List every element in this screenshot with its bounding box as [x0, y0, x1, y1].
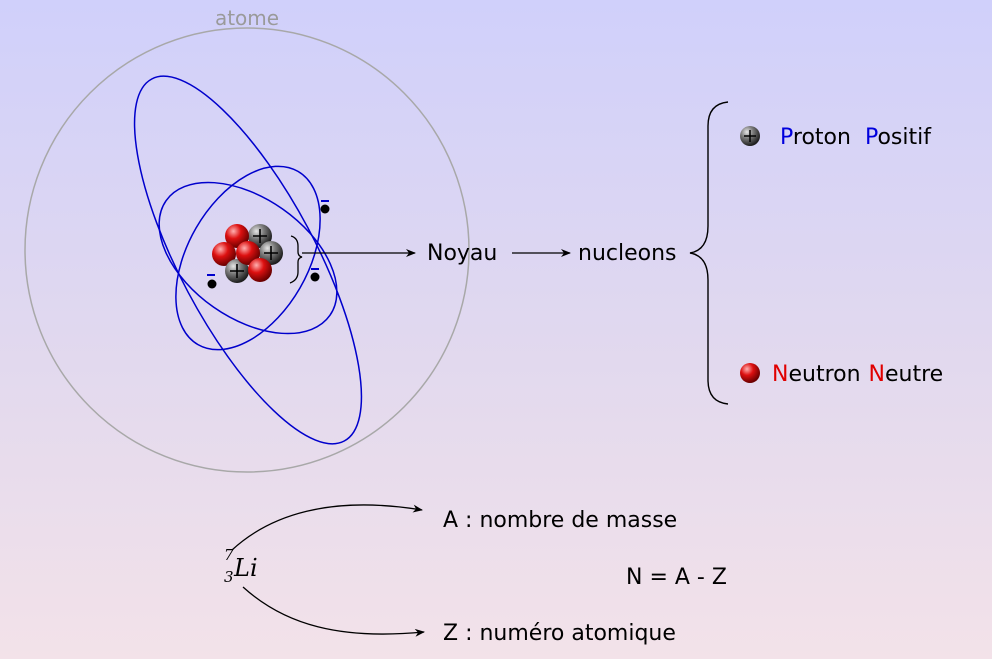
nuclide-notation: 7 3 Li [224, 546, 258, 586]
electron-1 [320, 204, 330, 214]
arrow-to-mass-number [231, 504, 423, 551]
electron-2 [310, 272, 320, 282]
proton-sphere [248, 224, 272, 248]
neutron-sphere [225, 224, 249, 248]
proton-charge-initial: P [865, 125, 878, 150]
atomic-number: 3 [224, 568, 234, 586]
mass-number: 7 [224, 546, 234, 564]
atom-label: atome [215, 6, 279, 30]
electrons [207, 200, 330, 289]
mass-number-label: A : nombre de masse [443, 508, 677, 533]
orbit-3 [175, 165, 321, 351]
atomic-number-label: Z : numéro atomique [443, 621, 676, 646]
nucleus-label: Noyau [427, 241, 497, 266]
proton-sphere [259, 241, 283, 265]
element-symbol: Li [233, 554, 258, 582]
electron-3 [207, 279, 217, 289]
neutron-name-rest: eutron [788, 362, 860, 387]
nucleus [212, 224, 283, 283]
proton-sphere [225, 259, 249, 283]
atom-boundary [24, 27, 470, 473]
neutron-initial: N [772, 362, 788, 387]
neutron-charge-initial: N [869, 362, 885, 387]
orbit-1 [133, 75, 363, 445]
neutron-sphere [236, 241, 260, 265]
neutron-charge-rest: eutre [885, 362, 943, 387]
arrow-to-atomic-number [242, 586, 425, 637]
neutron-sphere [248, 258, 272, 282]
nucleons-label: nucleons [578, 241, 677, 266]
proton-name-rest: roton [793, 125, 851, 150]
orbit-2 [158, 181, 338, 335]
neutron-icon [740, 363, 760, 383]
nucleus-brace [289, 235, 303, 284]
nucleons-brace [689, 101, 729, 405]
proton-initial: P [780, 125, 793, 150]
proton-icon [740, 126, 760, 146]
electron-orbits [133, 75, 363, 445]
neutron-sphere [212, 242, 236, 266]
neutron-formula: N = A - Z [626, 565, 727, 590]
proton-charge-rest: ositif [877, 125, 932, 150]
